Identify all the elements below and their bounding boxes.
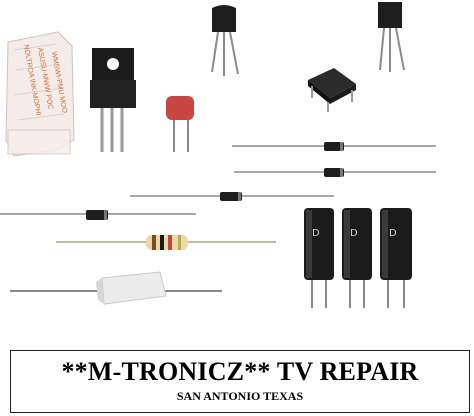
svg-text:D: D (312, 228, 320, 239)
electrolytic-capacitor: D (380, 208, 412, 308)
electrolytic-capacitor: D (342, 208, 372, 308)
polyfuse (166, 96, 194, 152)
banner-subtitle: SAN ANTONIO TEXAS (176, 389, 304, 403)
bridge-rectifier (308, 68, 356, 112)
to220-transistor (90, 48, 136, 152)
banner-title: **M-TRONICZ** TV REPAIR (61, 357, 419, 386)
diode (232, 142, 436, 151)
electrolytic-capacitor: D (304, 208, 334, 308)
svg-text:D: D (389, 228, 397, 239)
svg-text:D: D (350, 228, 358, 239)
to92-transistor (378, 2, 405, 72)
diode (0, 210, 196, 220)
resistor (56, 235, 276, 250)
shop-banner: **M-TRONICZ** TV REPAIR SAN ANTONIO TEXA… (10, 350, 470, 413)
to92-transistor (211, 5, 239, 76)
thermal-paste-packet: NOLTROA INK-MOPHI ASUSU-MWW POC WMSWI-PM… (5, 31, 75, 157)
diode (234, 168, 436, 177)
ceramic-resistor (10, 271, 222, 305)
diode (130, 192, 334, 201)
